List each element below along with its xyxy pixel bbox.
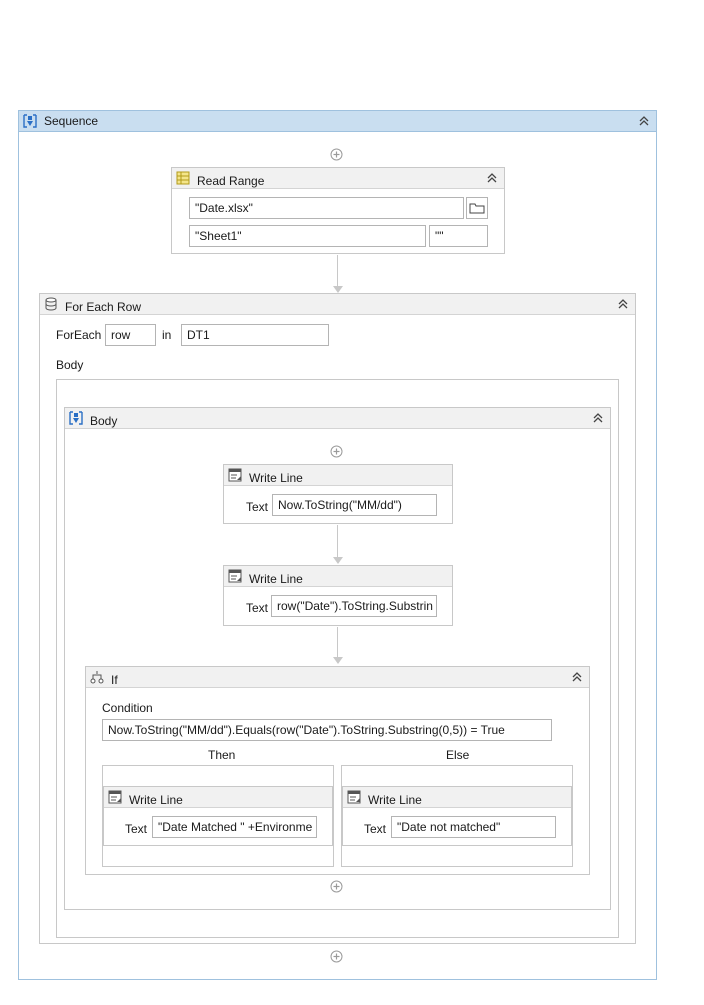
text-label: Text xyxy=(125,822,148,836)
write-line-icon xyxy=(228,569,242,583)
write-line-header[interactable]: Write Line xyxy=(104,787,332,808)
connector-arrow xyxy=(333,286,343,293)
for-each-row-title: For Each Row xyxy=(65,300,142,314)
write-line-activity[interactable]: Write Line Text Now.ToString("MM/dd") xyxy=(223,464,453,524)
if-icon xyxy=(90,671,104,684)
write-line-header[interactable]: Write Line xyxy=(343,787,571,808)
write-line-activity[interactable]: Write Line Text "Date not matched" xyxy=(342,786,572,846)
datatable-input[interactable]: DT1 xyxy=(181,324,329,346)
read-range-title: Read Range xyxy=(197,174,265,188)
body-sequence-header[interactable]: Body xyxy=(65,408,610,429)
connector-line xyxy=(337,627,338,657)
body-sequence-title: Body xyxy=(90,414,118,428)
for-each-row-header[interactable]: For Each Row xyxy=(40,294,635,315)
text-label: Text xyxy=(364,822,387,836)
write-line-title: Write Line xyxy=(368,793,422,807)
read-range-header[interactable]: Read Range xyxy=(172,168,504,189)
sequence-header[interactable]: Sequence xyxy=(19,111,656,132)
write-line-activity[interactable]: Write Line Text "Date Matched " +Environ… xyxy=(103,786,333,846)
if-header[interactable]: If xyxy=(86,667,589,688)
text-input[interactable]: "Date Matched " +Environme xyxy=(152,816,317,838)
add-activity-icon[interactable] xyxy=(330,950,343,963)
read-range-activity[interactable]: Read Range "Date.xlsx" "Sheet1" "" xyxy=(171,167,505,254)
connector-arrow xyxy=(333,557,343,564)
collapse-icon[interactable] xyxy=(617,298,629,310)
workbook-path-input[interactable]: "Date.xlsx" xyxy=(189,197,464,219)
write-line-title: Write Line xyxy=(249,471,303,485)
text-input[interactable]: row("Date").ToString.Substrin xyxy=(271,595,437,617)
range-input[interactable]: "" xyxy=(429,225,488,247)
then-label: Then xyxy=(208,748,236,762)
text-label: Text xyxy=(246,500,269,514)
body-label: Body xyxy=(56,358,84,372)
write-line-icon xyxy=(228,468,242,482)
collapse-icon[interactable] xyxy=(571,671,583,683)
collapse-icon[interactable] xyxy=(638,115,650,127)
write-line-header[interactable]: Write Line xyxy=(224,566,452,587)
condition-input[interactable]: Now.ToString("MM/dd").Equals(row("Date")… xyxy=(102,719,552,741)
sequence-icon xyxy=(69,411,83,425)
else-label: Else xyxy=(446,748,470,762)
sequence-title: Sequence xyxy=(44,114,99,128)
write-line-header[interactable]: Write Line xyxy=(224,465,452,486)
add-activity-icon[interactable] xyxy=(330,445,343,458)
write-line-icon xyxy=(108,790,122,804)
folder-icon xyxy=(469,203,485,214)
add-activity-icon[interactable] xyxy=(330,148,343,161)
sheet-name-input[interactable]: "Sheet1" xyxy=(189,225,426,247)
text-input[interactable]: "Date not matched" xyxy=(391,816,556,838)
connector-arrow xyxy=(333,657,343,664)
add-activity-icon[interactable] xyxy=(330,880,343,893)
foreach-label: ForEach xyxy=(56,328,102,342)
connector-line xyxy=(337,525,338,557)
sequence-icon xyxy=(23,114,37,128)
write-line-icon xyxy=(347,790,361,804)
text-label: Text xyxy=(246,601,269,615)
write-line-activity[interactable]: Write Line Text row("Date").ToString.Sub… xyxy=(223,565,453,626)
for-each-row-icon xyxy=(45,297,57,311)
write-line-title: Write Line xyxy=(249,572,303,586)
browse-folder-button[interactable] xyxy=(466,197,488,219)
condition-label: Condition xyxy=(102,701,153,715)
connector-line xyxy=(337,255,338,286)
item-variable-input[interactable]: row xyxy=(105,324,156,346)
text-input[interactable]: Now.ToString("MM/dd") xyxy=(272,494,437,516)
if-title: If xyxy=(111,673,118,687)
in-label: in xyxy=(162,328,172,342)
read-range-icon xyxy=(176,171,190,185)
collapse-icon[interactable] xyxy=(486,172,498,184)
collapse-icon[interactable] xyxy=(592,412,604,424)
write-line-title: Write Line xyxy=(129,793,183,807)
